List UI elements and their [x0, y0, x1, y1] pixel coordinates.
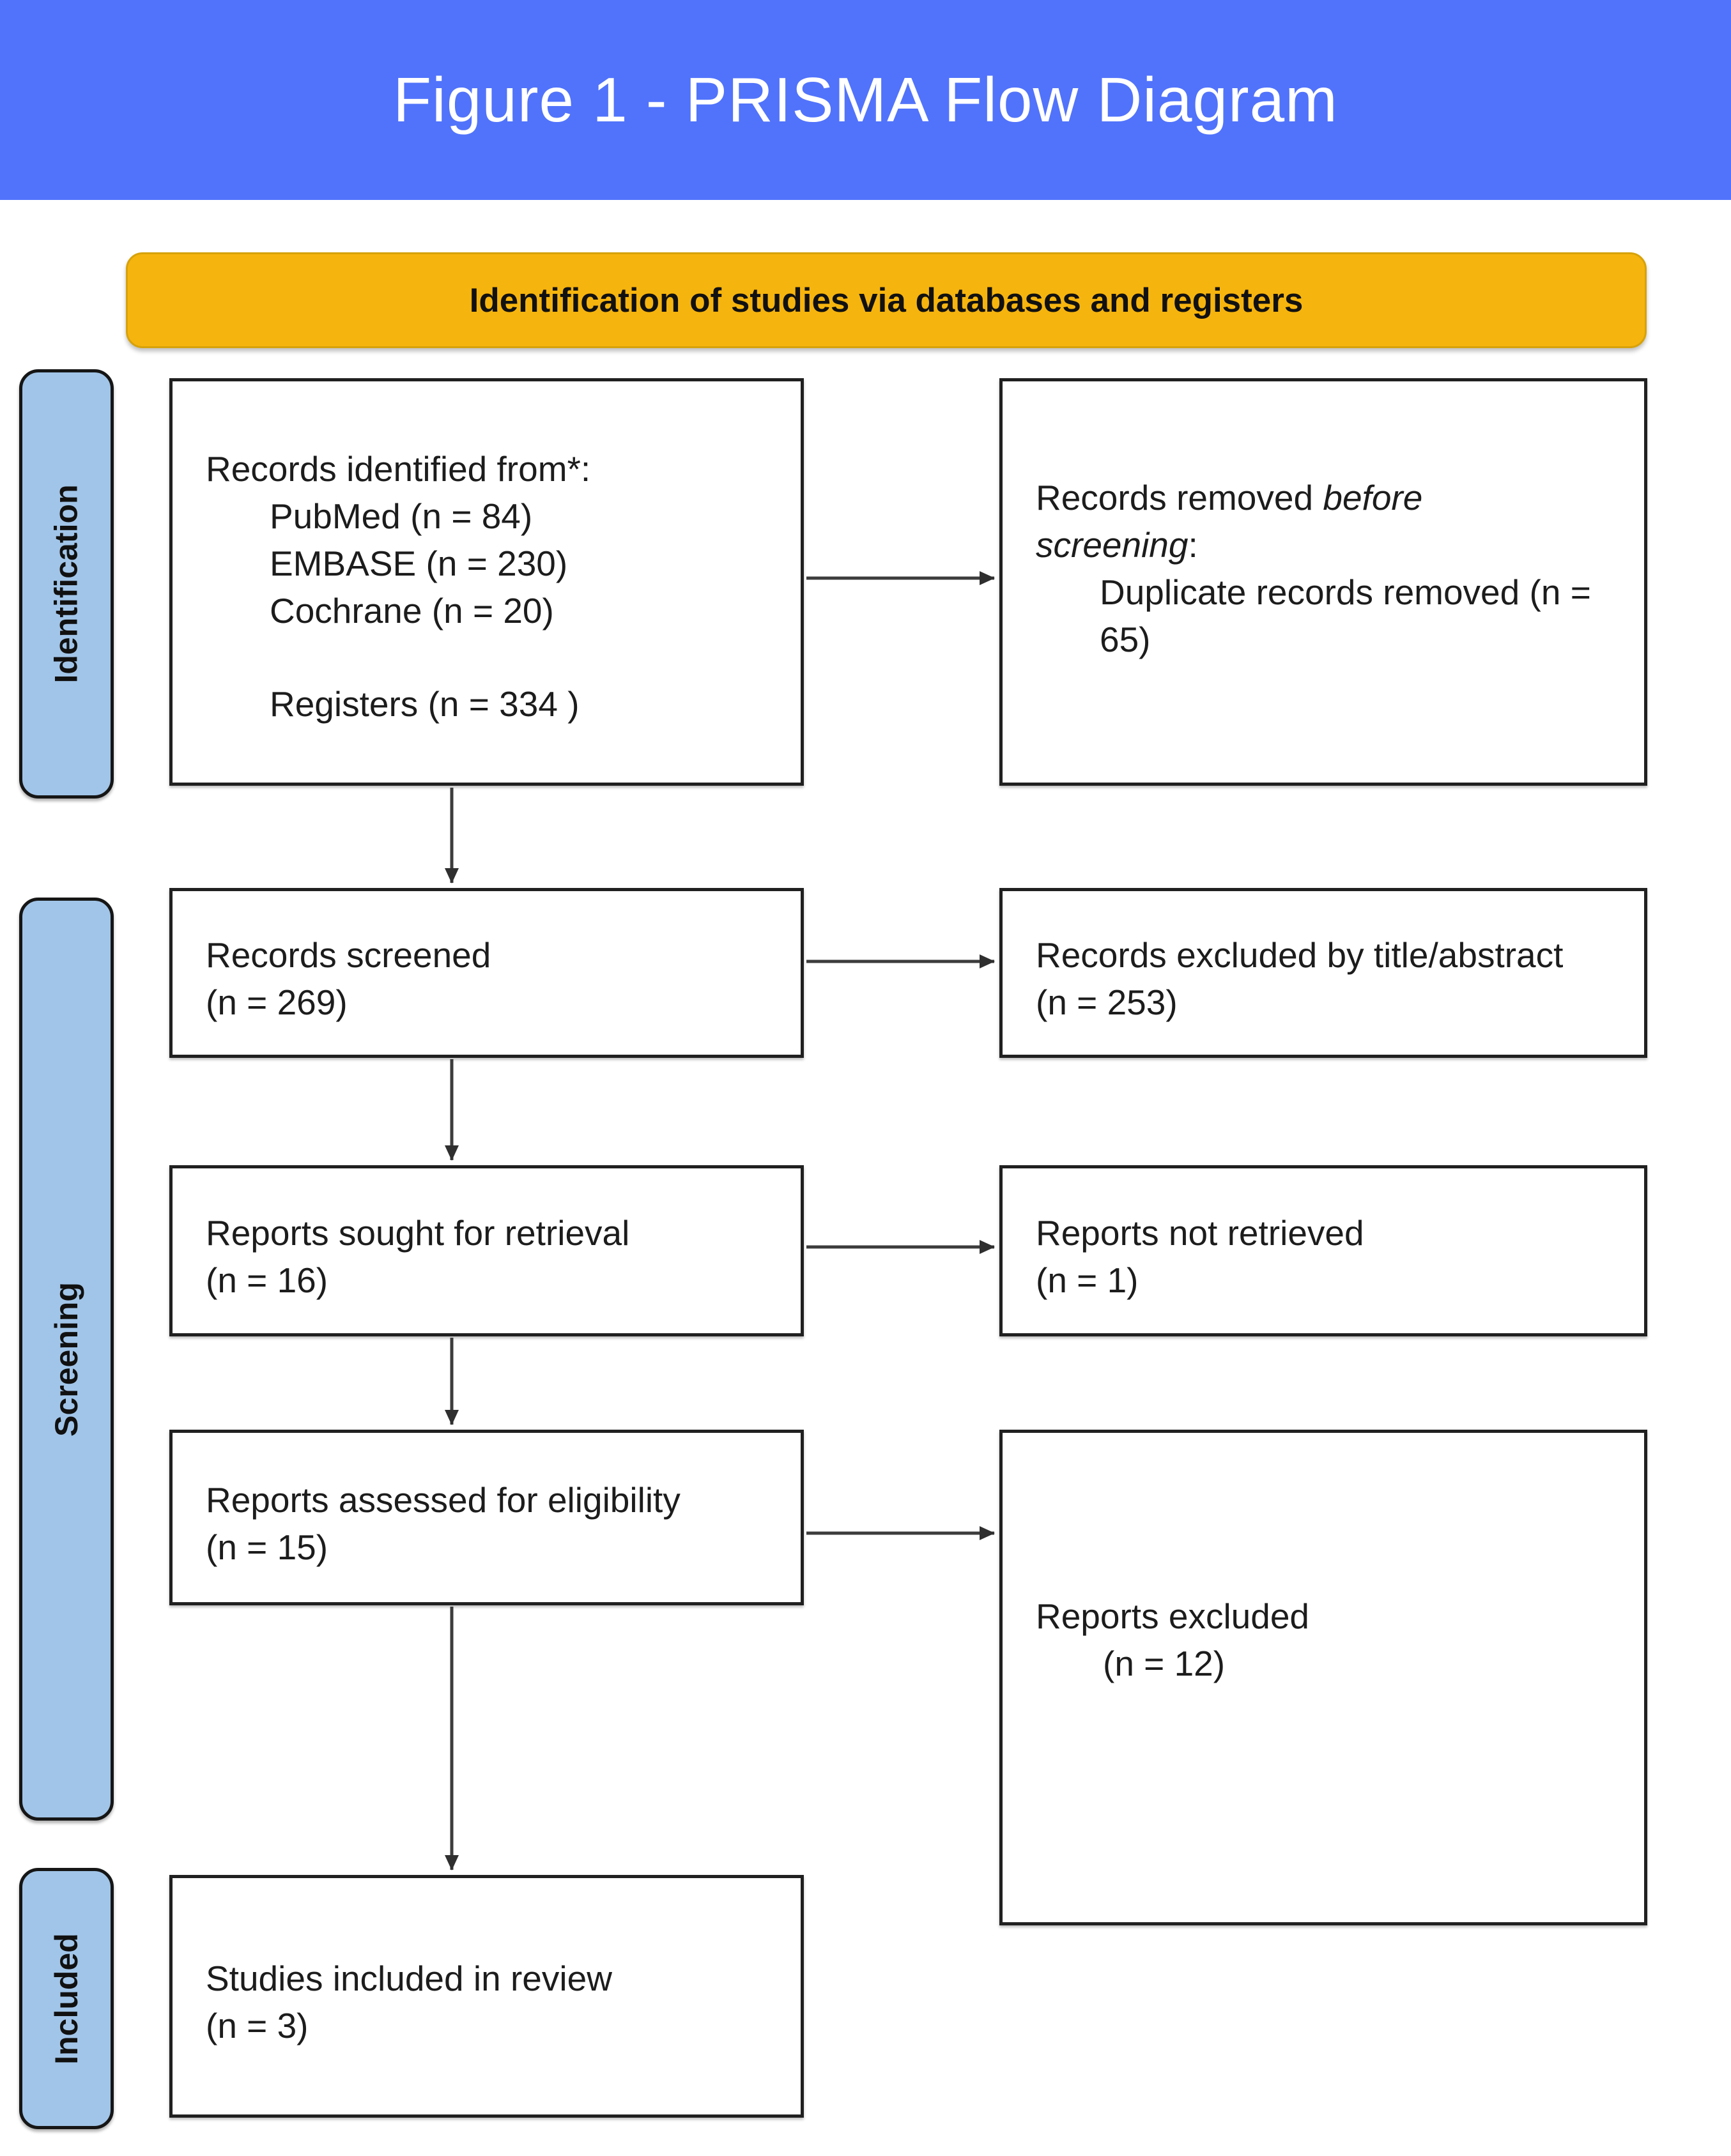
box-records-identified: Records identified from*: PubMed (n = 84…: [169, 378, 804, 786]
box-studies-included: Studies included in review (n = 3): [169, 1875, 804, 2118]
figure-title-bar: Figure 1 - PRISMA Flow Diagram: [0, 0, 1731, 200]
stage-label-screening-text: Screening: [49, 1281, 84, 1437]
box-reports-assessed: Reports assessed for eligibility (n = 15…: [169, 1430, 804, 1605]
records-identified-registers: Registers (n = 334 ): [270, 684, 580, 724]
studies-included-label: Studies included in review: [206, 1959, 612, 1998]
box-reports-sought: Reports sought for retrieval (n = 16): [169, 1165, 804, 1336]
stage-label-included: Included: [19, 1868, 114, 2129]
identification-banner-label: Identification of studies via databases …: [469, 281, 1304, 319]
records-identified-embase: EMBASE (n = 230): [270, 544, 568, 583]
reports-sought-count: (n = 16): [206, 1260, 328, 1300]
stage-label-screening: Screening: [19, 898, 114, 1821]
box-reports-not-retrieved: Reports not retrieved (n = 1): [999, 1165, 1647, 1336]
reports-excluded-count: (n = 12): [1103, 1644, 1226, 1683]
stage-label-included-text: Included: [49, 1932, 85, 2065]
records-removed-line1: Records removed before: [1036, 478, 1423, 517]
reports-not-retrieved-label: Reports not retrieved: [1036, 1213, 1364, 1253]
records-identified-cochrane: Cochrane (n = 20): [270, 591, 554, 631]
records-identified-pubmed: PubMed (n = 84): [270, 496, 533, 536]
reports-sought-label: Reports sought for retrieval: [206, 1213, 630, 1253]
reports-assessed-count: (n = 15): [206, 1527, 328, 1567]
records-excluded-count: (n = 253): [1036, 982, 1178, 1022]
stage-label-identification: Identification: [19, 369, 114, 799]
box-records-excluded: Records excluded by title/abstract (n = …: [999, 888, 1647, 1058]
records-screened-label: Records screened: [206, 935, 491, 975]
figure-title: Figure 1 - PRISMA Flow Diagram: [393, 65, 1338, 135]
records-removed-line2: screening:: [1036, 525, 1198, 565]
reports-not-retrieved-count: (n = 1): [1036, 1260, 1139, 1300]
box-reports-excluded: Reports excluded (n = 12): [999, 1430, 1647, 1925]
box-records-screened: Records screened (n = 269): [169, 888, 804, 1058]
records-excluded-label: Records excluded by title/abstract: [1036, 935, 1564, 975]
studies-included-count: (n = 3): [206, 2006, 309, 2045]
identification-banner: Identification of studies via databases …: [126, 252, 1647, 348]
stage-label-identification-text: Identification: [49, 484, 85, 684]
box-records-removed: Records removed before screening: Duplic…: [999, 378, 1647, 786]
reports-excluded-label: Reports excluded: [1036, 1596, 1310, 1636]
records-screened-count: (n = 269): [206, 982, 348, 1022]
records-identified-title: Records identified from*:: [206, 449, 591, 489]
reports-assessed-label: Reports assessed for eligibility: [206, 1479, 681, 1520]
records-removed-duplicates: Duplicate records removed (n = 65): [1100, 572, 1591, 659]
